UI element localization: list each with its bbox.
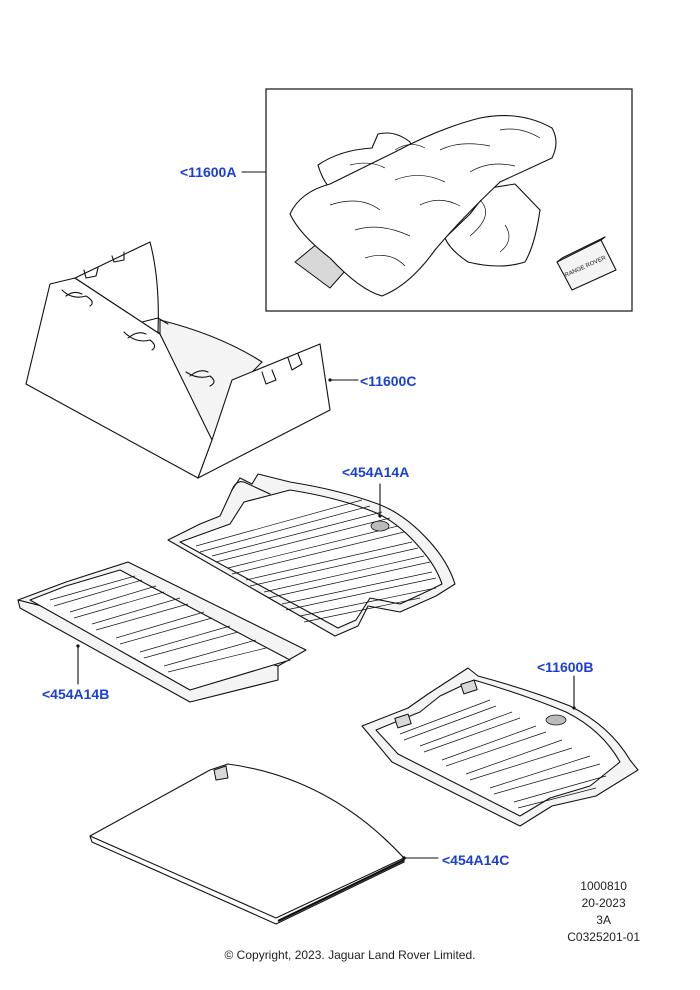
mat-set-illustration: RANGE ROVER [241, 88, 633, 312]
tray-illustration [361, 667, 639, 827]
reference-code: C0325201-01 [567, 930, 640, 944]
callout-454A14C[interactable]: <454A14C [442, 852, 510, 868]
reference-block: 1000810 20-2023 3A C0325201-01 [567, 878, 640, 946]
liner-upper-illustration [167, 473, 456, 637]
mat-flat-illustration [89, 763, 439, 925]
reference-number: 1000810 [580, 879, 627, 893]
reference-date: 20-2023 [581, 896, 626, 910]
right-mat [444, 183, 541, 267]
reference-revision: 3A [596, 913, 611, 927]
liner-lower-illustration [17, 561, 307, 703]
callout-11600A[interactable]: <11600A [180, 164, 237, 180]
callout-11600C[interactable]: <11600C [360, 373, 417, 389]
callout-454A14B[interactable]: <454A14B [42, 686, 110, 702]
main-mat [289, 115, 557, 297]
callout-11600B[interactable]: <11600B [537, 659, 594, 675]
callout-454A14A[interactable]: <454A14A [342, 464, 410, 480]
copyright-notice: © Copyright, 2023. Jaguar Land Rover Lim… [224, 948, 476, 962]
organiser-illustration [25, 241, 359, 479]
range-rover-badge: RANGE ROVER [556, 236, 617, 291]
